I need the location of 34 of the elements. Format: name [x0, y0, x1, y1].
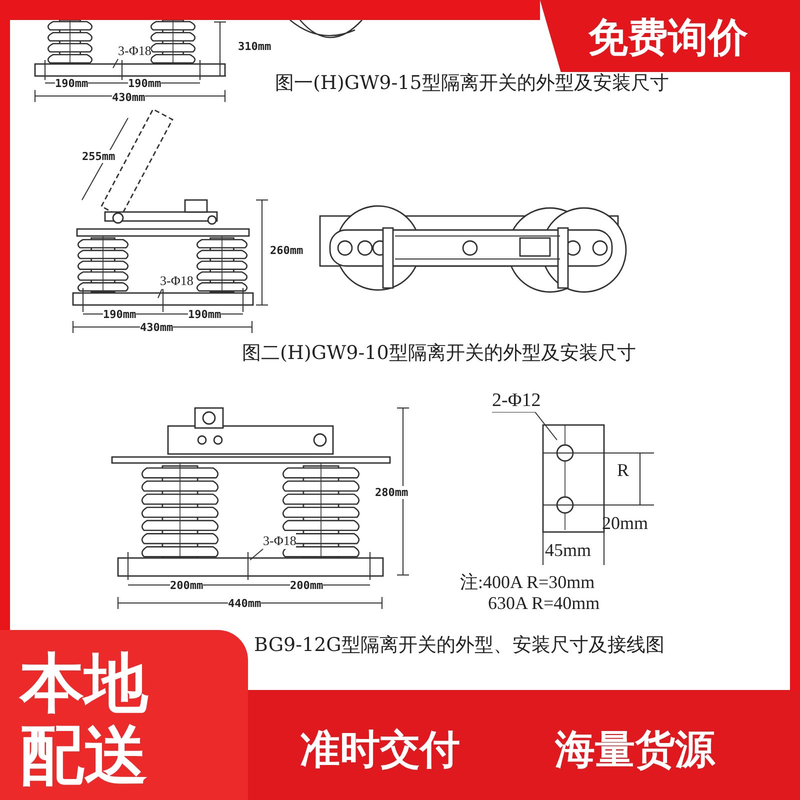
- dimension-label: 260mm: [270, 244, 304, 257]
- dimension-label: 注:400A R=30mm: [460, 571, 595, 594]
- leader-line: [112, 58, 118, 68]
- dimension-label: 430mm: [140, 321, 174, 334]
- banner: [540, 0, 800, 72]
- banner: [248, 690, 800, 800]
- figure-caption: 图二(H)GW9-10型隔离开关的外型及安装尺寸: [242, 341, 636, 366]
- dimension-label: 200mm: [170, 579, 204, 592]
- dimension-label: 200mm: [290, 579, 324, 592]
- callout-label: 3-Φ18: [118, 43, 152, 59]
- figure-caption: BG9-12G型隔离开关的外型、安装尺寸及接线图: [254, 633, 664, 658]
- banner-text: 本地配送: [20, 648, 150, 792]
- dimension-label: 45mm: [545, 540, 592, 561]
- leader-line: [158, 288, 162, 298]
- dimension-label: 190mm: [103, 308, 136, 321]
- dimension-label: 310mm: [238, 40, 272, 53]
- callout-label: 3-Φ18: [160, 273, 194, 289]
- leader-line: [250, 548, 264, 560]
- dimension-label: 440mm: [228, 597, 262, 610]
- callout-label: 2-Φ12: [492, 390, 541, 412]
- banner: [0, 630, 248, 800]
- figure-caption: 图一(H)GW9-15型隔离开关的外型及安装尺寸: [275, 71, 669, 96]
- banner-text: 免费询价: [588, 14, 748, 63]
- banner-text: 准时交付: [300, 726, 460, 775]
- dimension-label: 255mm: [82, 150, 116, 163]
- dimension-label: 190mm: [188, 308, 222, 321]
- banner-text: 海量货源: [555, 726, 715, 775]
- dimension-label: 190mm: [55, 77, 88, 90]
- dimension-label: 280mm: [375, 486, 408, 499]
- dimension-label: 190mm: [128, 77, 162, 90]
- dimension-label: R: [617, 460, 630, 481]
- dimension-label: 630A R=40mm: [488, 593, 600, 614]
- dimension-label: 430mm: [112, 91, 146, 104]
- callout-label: 3-Φ18: [263, 533, 296, 549]
